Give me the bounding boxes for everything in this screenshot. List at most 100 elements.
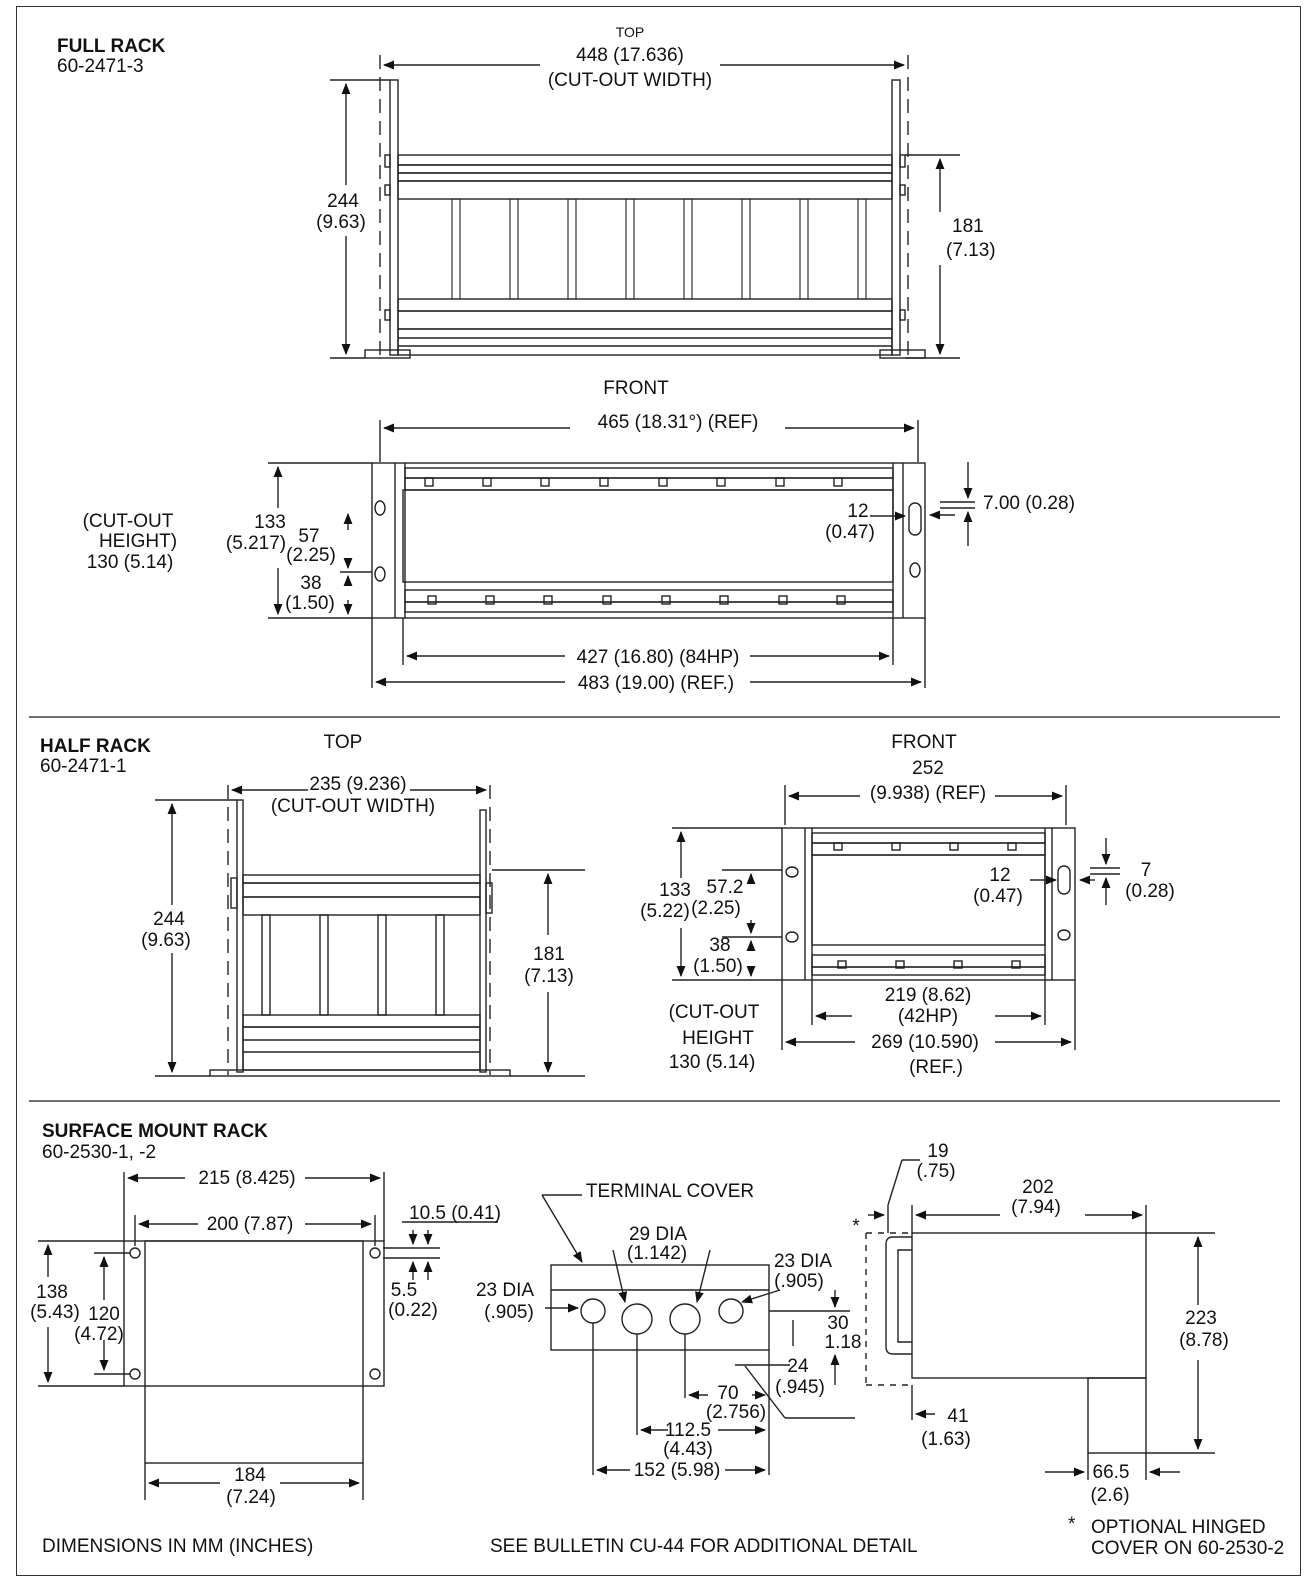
sm-dia-23-left-in: (.905) <box>484 1302 534 1323</box>
sm-side-41-in: (1.63) <box>921 1429 971 1450</box>
half-rack-outer-ref: (REF.) <box>909 1057 963 1078</box>
full-rack-h133: 133 <box>254 512 286 533</box>
half-rack-h38: 38 <box>709 935 730 956</box>
half-rack-h133: 133 <box>659 880 691 901</box>
surface-mount-front-view <box>38 1172 498 1500</box>
sm-hole-dia: 10.5 (0.41) <box>409 1203 501 1224</box>
half-rack-height-mm: 181 <box>533 944 565 965</box>
sm-dim-30: 30 <box>827 1313 848 1334</box>
full-rack-top-view <box>330 55 960 360</box>
surface-mount-part-number: 60-2530-1, -2 <box>42 1142 156 1163</box>
sm-width-184: 184 <box>234 1465 266 1486</box>
full-rack-h38: 38 <box>300 573 321 594</box>
full-rack-front-label: FRONT <box>603 378 669 399</box>
full-rack-h57-in: (2.25) <box>286 545 336 566</box>
sm-dia-29-in: (1.142) <box>627 1243 687 1264</box>
full-rack-front-view <box>268 420 975 688</box>
surface-mount-bottom-view <box>541 1194 855 1475</box>
bulletin-note: SEE BULLETIN CU-44 FOR ADDITIONAL DETAIL <box>490 1536 918 1557</box>
half-rack-slot-height-in: (0.28) <box>1125 881 1175 902</box>
sm-dim-30-in: 1.18 <box>825 1332 862 1353</box>
half-rack-title: HALF RACK <box>40 736 151 757</box>
sm-side-41: 41 <box>947 1406 968 1427</box>
sm-dim-152: 152 (5.98) <box>634 1460 721 1481</box>
optional-cover-note-2: COVER ON 60-2530-2 <box>1091 1538 1284 1559</box>
sm-dia-23-left: 23 DIA <box>476 1280 534 1301</box>
half-rack-slot-width-in: (0.47) <box>973 886 1023 907</box>
full-rack-cutout-note-3: 130 (5.14) <box>87 552 174 573</box>
half-rack-part-number: 60-2471-1 <box>40 756 127 777</box>
surface-mount-section: SURFACE MOUNT RACK 60-2530-1, -2 <box>30 1121 1229 1508</box>
half-rack-slot-width: 12 <box>989 865 1010 886</box>
sm-side-223-in: (8.78) <box>1179 1330 1229 1351</box>
surface-mount-side-view <box>865 1159 1215 1480</box>
optional-cover-note-1: OPTIONAL HINGED <box>1091 1517 1266 1538</box>
sm-width-215: 215 (8.425) <box>198 1168 295 1189</box>
sm-dia-23-right: 23 DIA <box>774 1251 832 1272</box>
sm-hole-offset: 5.5 <box>391 1280 417 1301</box>
full-rack-inner-width: 427 (16.80) (84HP) <box>577 647 740 668</box>
sm-dim-70-in: (2.756) <box>706 1402 766 1423</box>
half-rack-cutout-note-1: (CUT-OUT <box>669 1002 760 1023</box>
half-rack-depth-mm: 244 <box>153 909 185 930</box>
half-rack-inner-width: 219 (8.62) <box>885 985 972 1006</box>
surface-mount-title: SURFACE MOUNT RACK <box>42 1121 268 1142</box>
half-rack-h133-in: (5.22) <box>640 901 690 922</box>
sm-side-202-in: (7.94) <box>1011 1197 1061 1218</box>
full-rack-height-in: (7.13) <box>946 240 996 261</box>
units-note: DIMENSIONS IN MM (INCHES) <box>42 1536 313 1557</box>
half-rack-cutout-note-3: 130 (5.14) <box>669 1052 756 1073</box>
half-rack-section: HALF RACK 60-2471-1 <box>40 732 1175 1078</box>
half-rack-slot-height: 7 <box>1141 860 1152 881</box>
sm-side-19: 19 <box>927 1141 948 1162</box>
sm-dim-70: 70 <box>717 1383 738 1404</box>
full-rack-h38-in: (1.50) <box>285 593 335 614</box>
optional-cover-asterisk: * <box>1068 1514 1076 1535</box>
full-rack-part-number: 60-2471-3 <box>57 56 144 77</box>
half-rack-ref-mm: 252 <box>912 758 944 779</box>
sm-width-184-in: (7.24) <box>226 1487 276 1508</box>
full-rack-h133-in: (5.217) <box>226 533 286 554</box>
sm-hole-offset-in: (0.22) <box>388 1300 438 1321</box>
full-rack-cutout-note-1: (CUT-OUT <box>83 511 174 532</box>
sm-height-138: 138 <box>36 1282 68 1303</box>
half-rack-top-width-dim: 235 (9.236) <box>309 774 406 795</box>
sm-height-138-in: (5.43) <box>30 1302 80 1323</box>
full-rack-title: FULL RACK <box>57 36 166 57</box>
sm-dim-24: 24 <box>787 1356 809 1377</box>
full-rack-outer-width: 483 (19.00) (REF.) <box>578 673 734 694</box>
half-rack-front-label: FRONT <box>891 732 957 753</box>
half-rack-h57: 57.2 <box>707 877 744 898</box>
sm-dim-24-in: (.945) <box>775 1377 825 1398</box>
sm-dim-112: 112.5 <box>665 1420 711 1441</box>
full-rack-slot-width: 12 <box>847 501 868 522</box>
drawing-frame <box>16 6 1301 1576</box>
full-rack-top-width-note: (CUT-OUT WIDTH) <box>548 70 712 91</box>
sm-height-120: 120 <box>88 1304 120 1325</box>
full-rack-slot-width-in: (0.47) <box>825 522 875 543</box>
full-rack-depth-mm: 244 <box>327 191 359 212</box>
sm-side-223: 223 <box>1185 1308 1217 1329</box>
half-rack-top-label: TOP <box>324 732 363 753</box>
half-rack-inner-hp: (42HP) <box>898 1006 958 1027</box>
sm-side-202: 202 <box>1022 1177 1054 1198</box>
full-rack-depth-in: (9.63) <box>316 212 366 233</box>
full-rack-cutout-note-2: HEIGHT) <box>99 531 177 552</box>
sm-height-120-in: (4.72) <box>74 1324 124 1345</box>
sm-dim-112-in: (4.43) <box>663 1439 713 1460</box>
sm-side-19-in: (.75) <box>916 1161 955 1182</box>
half-rack-ref-in: (9.938) (REF) <box>870 783 986 804</box>
half-rack-h38-in: (1.50) <box>693 956 743 977</box>
sm-dia-29: 29 DIA <box>629 1224 687 1245</box>
sm-side-asterisk: * <box>852 1216 860 1237</box>
half-rack-top-view <box>155 785 585 1077</box>
sm-terminal-cover: TERMINAL COVER <box>586 1181 754 1202</box>
half-rack-depth-in: (9.63) <box>141 930 191 951</box>
half-rack-height-in: (7.13) <box>524 966 574 987</box>
half-rack-outer-width: 269 (10.590) <box>871 1032 979 1053</box>
full-rack-ref-width: 465 (18.31°) (REF) <box>598 412 759 433</box>
full-rack-height-mm: 181 <box>952 216 984 237</box>
half-rack-h57-in: (2.25) <box>691 898 741 919</box>
